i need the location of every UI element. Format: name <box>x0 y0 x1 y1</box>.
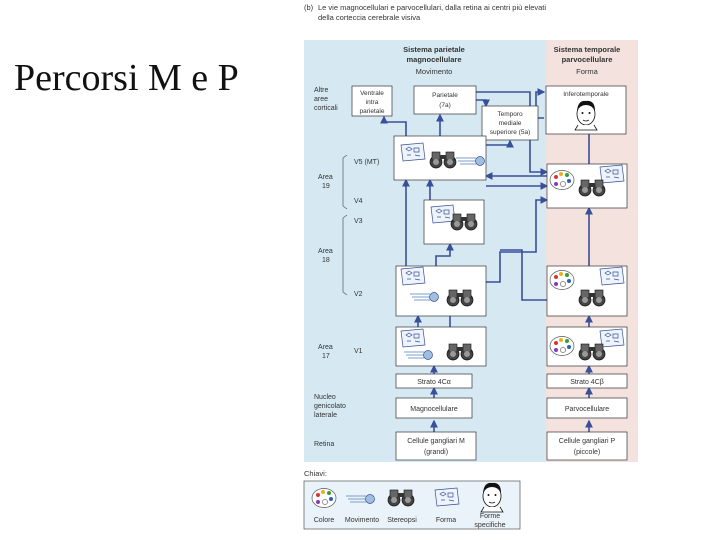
temporal-title-2: parvocellulare <box>562 55 613 64</box>
parietal-label-2: (7a) <box>439 102 451 109</box>
palette-icon <box>549 170 575 190</box>
palette-icon <box>549 336 575 356</box>
label-area17-b: 17 <box>322 353 330 360</box>
label-v4: V4 <box>354 198 363 205</box>
ganglion-p-box <box>546 431 628 461</box>
label-retina: Retina <box>314 441 334 448</box>
parietal-title-2: magnocellulare <box>406 55 461 64</box>
label-v5: V5 (MT) <box>354 159 379 166</box>
label-area19-a: Area <box>318 174 333 181</box>
label-area18-b: 18 <box>322 257 330 264</box>
caption-line-1: Le vie magnocellulari e parvocellulari, … <box>318 3 546 12</box>
ganglion-p-label-2: (piccole) <box>574 449 600 456</box>
label-v3: V3 <box>354 218 363 225</box>
ganglion-m-label-1: Cellule gangliari M <box>407 438 465 445</box>
mst-label-1: Temporo <box>497 111 523 118</box>
form-icon <box>400 142 426 162</box>
motion-icon <box>409 292 439 302</box>
label-lgn-1: Nucleo <box>314 394 336 401</box>
motion-icon <box>455 156 485 166</box>
label-v2: V2 <box>354 291 363 298</box>
motion-icon <box>345 494 375 504</box>
ventral-label-3: parietale <box>360 108 385 115</box>
form-icon <box>400 266 426 286</box>
key-item-faces-2: specifiche <box>474 522 505 529</box>
label-other-2: aree <box>314 96 328 103</box>
lgn-p-box <box>546 397 628 419</box>
label-area18-a: Area <box>318 248 333 255</box>
lgn-m-label: Magnocellulare <box>410 406 458 413</box>
temporal-subtitle: Forma <box>576 67 598 76</box>
ventral-label-1: Ventrale <box>360 90 384 97</box>
label-lgn-2: genicolato <box>314 403 346 410</box>
bracket-area19 <box>342 154 348 210</box>
label-other-1: Altre <box>314 87 329 94</box>
form-icon <box>434 487 460 507</box>
parietal-subtitle: Movimento <box>416 67 453 76</box>
bracket-area18 <box>342 214 348 296</box>
left-labels: Altre aree corticali Area 19 Area 18 Are… <box>314 87 346 448</box>
ventral-intraparietal-box <box>351 85 393 117</box>
temporal-title-1: Sistema temporale <box>554 45 621 54</box>
palette-icon <box>549 270 575 290</box>
parietal-label-1: Parietale <box>432 92 458 99</box>
label-lgn-3: laterale <box>314 412 337 419</box>
label-v1: V1 <box>354 348 363 355</box>
parietal-title-1: Sistema parietale <box>403 45 465 54</box>
mst-box <box>481 105 539 141</box>
lgn-p-label: Parvocellulare <box>565 406 609 413</box>
label-area19-b: 19 <box>322 183 330 190</box>
ventral-label-2: intra <box>366 99 379 106</box>
form-icon <box>430 204 456 224</box>
layer-4cb-box <box>546 373 628 389</box>
parietal-7a-box <box>413 85 477 115</box>
inferotemporal-label: Inferotemporale <box>563 91 609 98</box>
layer-m-label: Strato 4Cα <box>417 379 451 386</box>
palette-icon <box>311 488 337 508</box>
layer-p-label: Strato 4Cβ <box>570 379 604 386</box>
slide-title: Percorsi M e P <box>14 57 239 99</box>
form-icon <box>400 328 426 348</box>
label-other-3: corticali <box>314 105 338 112</box>
key-item-motion: Movimento <box>345 517 379 524</box>
form-icon <box>599 266 625 286</box>
caption-label: (b) <box>304 3 314 12</box>
label-area17-a: Area <box>318 344 333 351</box>
motion-icon <box>403 350 433 360</box>
layer-4ca-box <box>395 373 473 389</box>
pathway-figure: (b) Le vie magnocellulari e parvocellula… <box>300 0 640 540</box>
key-title: Chiavi: <box>304 469 327 478</box>
key-item-stereopsis: Stereopsi <box>387 517 417 524</box>
ganglion-p-label-1: Cellule gangliari P <box>559 438 616 445</box>
key-item-form: Forma <box>436 517 456 524</box>
ganglion-m-box <box>395 431 477 461</box>
key-item-faces-1: Forme <box>480 513 500 520</box>
caption-line-2: della corteccia cerebrale visiva <box>318 13 421 22</box>
form-icon <box>599 328 625 348</box>
ganglion-m-label-2: (grandi) <box>424 449 448 456</box>
mst-label-3: superiore (5a) <box>490 129 530 136</box>
lgn-m-box <box>395 397 473 419</box>
key-item-color: Colore <box>314 517 335 524</box>
form-icon <box>599 164 625 184</box>
mst-label-2: mediale <box>499 120 522 127</box>
